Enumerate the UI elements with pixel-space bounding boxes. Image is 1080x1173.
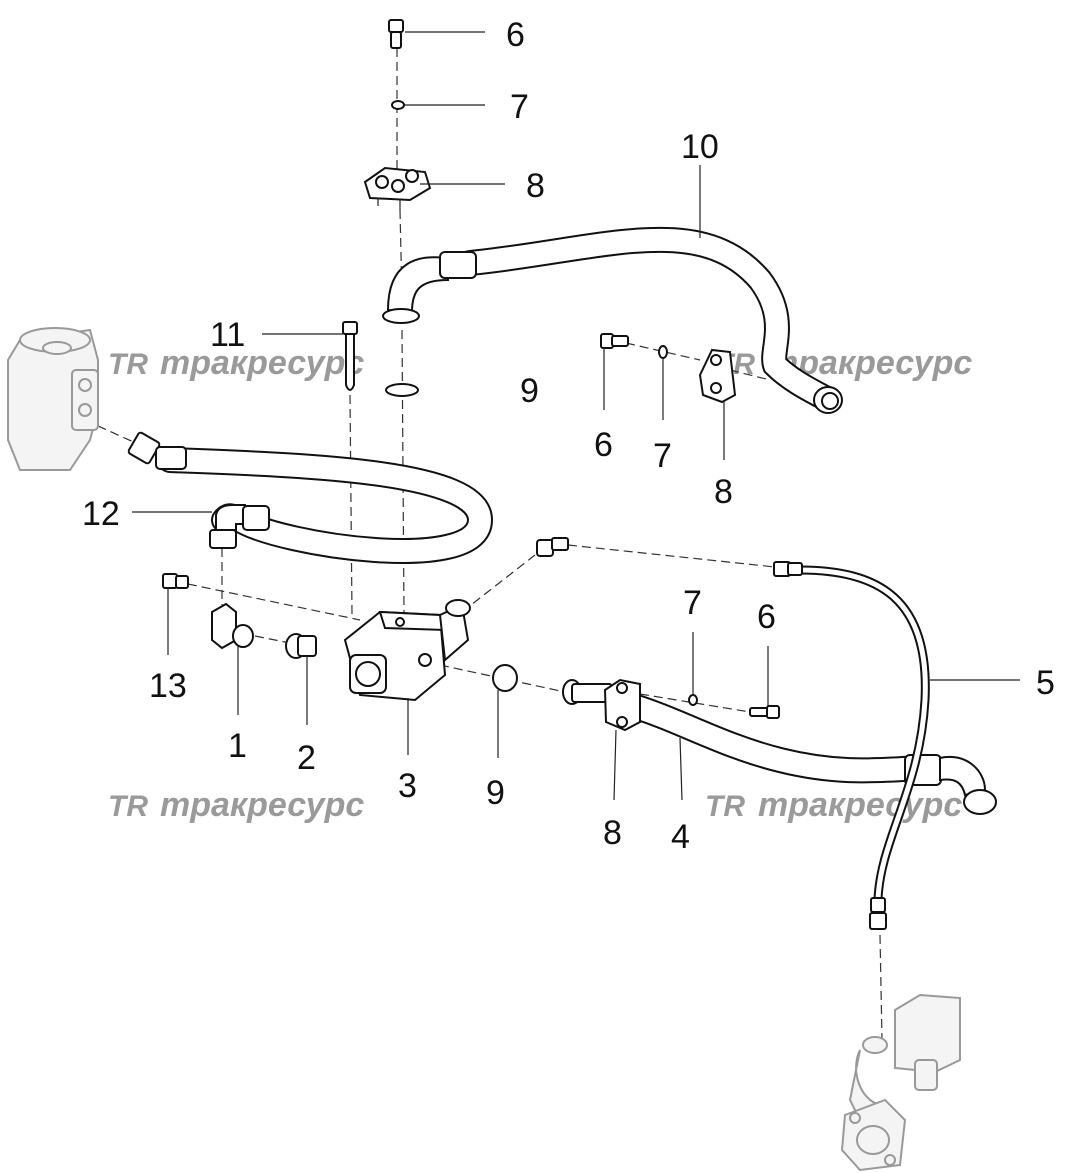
callout-7-bottom: 7 bbox=[683, 584, 702, 622]
axis-elbow bbox=[461, 554, 536, 613]
axis-hose-5-bottom bbox=[879, 934, 883, 1041]
callout-7-top: 7 bbox=[510, 88, 529, 126]
pump-housing bbox=[840, 993, 961, 1172]
callout-13: 13 bbox=[149, 667, 187, 705]
axis-flange-mid-hose bbox=[729, 369, 771, 381]
oring-9-top bbox=[385, 383, 419, 397]
callout-1: 1 bbox=[228, 727, 247, 765]
leader-lines bbox=[132, 31, 1020, 801]
bolt-6-top bbox=[388, 19, 404, 49]
flange-8-top bbox=[363, 166, 432, 210]
callout-4: 4 bbox=[671, 818, 690, 856]
hose-12 bbox=[127, 431, 494, 564]
watermark-4: TR тракресурс bbox=[705, 786, 962, 824]
watermark-text: тракресурс bbox=[160, 344, 364, 382]
pipe-end-bottom bbox=[562, 679, 613, 705]
callout-8-bottom: 8 bbox=[603, 814, 622, 852]
callout-6-bottom: 6 bbox=[757, 598, 776, 636]
callout-2: 2 bbox=[297, 739, 316, 777]
hose-4 bbox=[617, 692, 997, 815]
washer-7-mid bbox=[658, 345, 668, 359]
callout-9-bottom: 9 bbox=[486, 774, 505, 812]
steering-unit bbox=[7, 327, 99, 471]
watermark-2: TR тракресурс bbox=[715, 344, 972, 382]
axis-bolt-11 bbox=[349, 394, 353, 616]
callout-5: 5 bbox=[1036, 664, 1055, 702]
watermark-logo: TR bbox=[108, 348, 148, 381]
axis-fitting-13 bbox=[187, 583, 361, 621]
callout-8-top: 8 bbox=[526, 167, 545, 205]
callout-3: 3 bbox=[398, 767, 417, 805]
axis-steering-unit bbox=[84, 419, 141, 446]
flange-8-bottom bbox=[603, 678, 641, 732]
hose-10 bbox=[382, 226, 843, 414]
callout-11: 11 bbox=[210, 316, 245, 354]
washer-7-bottom bbox=[688, 694, 698, 706]
elbow-fitting bbox=[536, 537, 569, 557]
fitting-1 bbox=[211, 602, 254, 650]
oring-9-bottom bbox=[492, 664, 518, 692]
bolt-11 bbox=[342, 321, 358, 391]
callouts: 6 7 8 10 11 9 6 7 8 12 13 1 2 3 9 7 6 5 … bbox=[82, 16, 1055, 856]
watermark-3: TR тракресурс bbox=[108, 786, 364, 824]
callout-12: 12 bbox=[82, 495, 120, 533]
watermark-1: TR тракресурс bbox=[108, 344, 364, 382]
bolt-6-mid bbox=[600, 333, 629, 349]
fitting-13 bbox=[162, 573, 189, 589]
watermark-logo: TR bbox=[108, 790, 148, 823]
flange-8-mid bbox=[698, 348, 737, 404]
callout-10: 10 bbox=[681, 128, 719, 166]
callout-8-mid: 8 bbox=[714, 473, 733, 511]
fitting-2 bbox=[285, 633, 317, 659]
axis-hose-5 bbox=[567, 544, 776, 568]
watermark-text: тракресурс bbox=[160, 786, 364, 824]
callout-9-top: 9 bbox=[520, 372, 539, 410]
callout-6-mid: 6 bbox=[594, 426, 613, 464]
watermark-text: тракресурс bbox=[758, 786, 962, 824]
bolt-6-bottom bbox=[749, 705, 780, 719]
callout-7-mid: 7 bbox=[653, 437, 672, 475]
axis-fitting-1-2 bbox=[254, 635, 291, 644]
washer-7-top bbox=[391, 100, 405, 110]
valve-block-3 bbox=[343, 599, 471, 702]
axis-flange-bottom bbox=[639, 693, 751, 713]
axis-flange-mid bbox=[625, 342, 701, 361]
hose-5 bbox=[773, 561, 930, 930]
assembly-axes bbox=[84, 48, 883, 1041]
callout-6-top: 6 bbox=[506, 16, 525, 54]
watermark-logo: TR bbox=[705, 790, 745, 823]
